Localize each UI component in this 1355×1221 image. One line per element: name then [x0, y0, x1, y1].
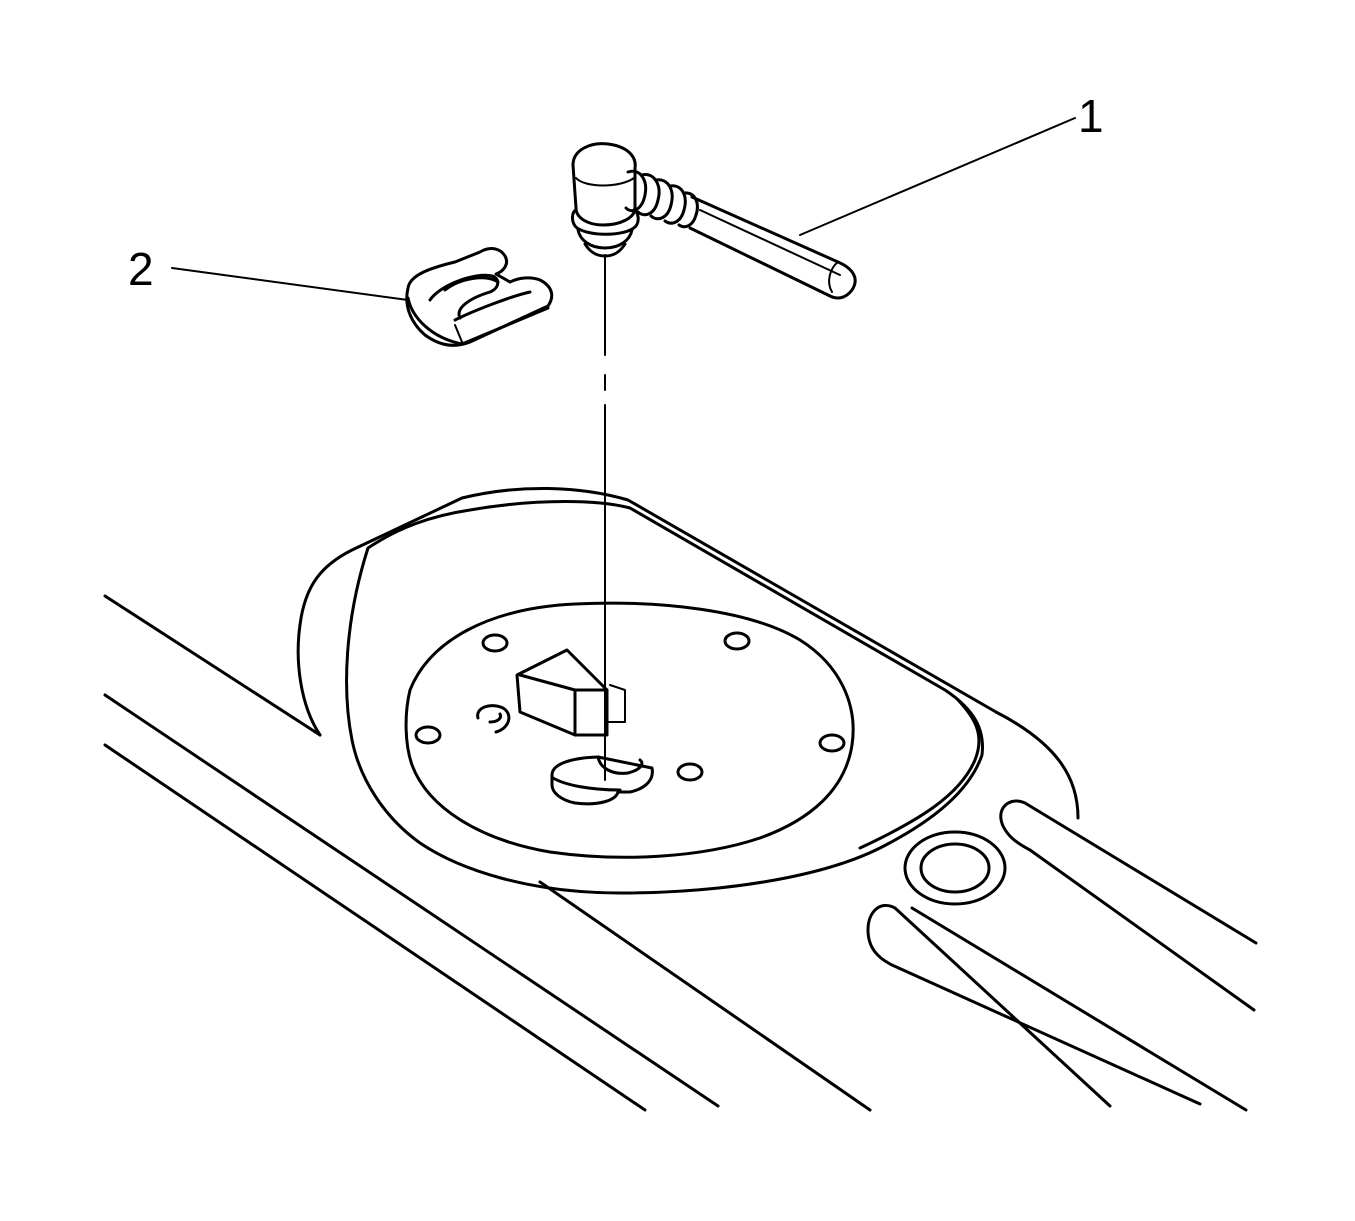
mounting-hole [818, 733, 846, 753]
connector-tip [583, 242, 627, 258]
connector-collar [571, 208, 640, 236]
elbow-rib [636, 173, 661, 217]
callout-1-leader [799, 117, 1076, 236]
fuel-feed-port-inner [551, 755, 644, 792]
mounting-hole [676, 762, 704, 782]
connector-lock-tab [607, 684, 626, 723]
callout-2-label: 2 [128, 243, 154, 295]
connector-collar-lower [576, 228, 634, 250]
clip-front-face [406, 296, 550, 346]
clip-outline [405, 247, 554, 347]
retaining-clip [405, 247, 554, 347]
mounting-hole [481, 633, 509, 653]
boss-rim-step [858, 698, 981, 850]
elbow-rib [677, 191, 699, 229]
sender-boss-outer [296, 487, 1080, 820]
grommet-inner [919, 842, 991, 894]
electrical-connector-block [515, 648, 609, 737]
elbow-rib [663, 184, 687, 225]
fuel-feed-port [550, 755, 654, 806]
vent-hook [476, 704, 511, 734]
rib-lower [866, 904, 1202, 1108]
connector-body-band [575, 177, 635, 187]
grommet-outer [903, 830, 1007, 906]
fuel-hose-highlight [699, 209, 841, 276]
connector-body [571, 142, 637, 227]
fuel-sender-flange [404, 601, 855, 859]
elbow-rib [649, 178, 674, 221]
fuel-tank-top [103, 487, 1258, 1112]
sender-flange-plate [404, 601, 855, 859]
panel-line-middle [103, 693, 720, 1108]
fuel-hose-end [828, 261, 839, 293]
rib-lower-inner [910, 906, 1248, 1112]
mounting-hole [414, 725, 442, 745]
callout-2-leader [171, 267, 409, 301]
rib-upper [999, 799, 1258, 1012]
fuel-line-connector [571, 142, 857, 300]
elbow-rib [624, 169, 648, 213]
panel-line-upper [103, 594, 322, 737]
mounting-hole [723, 631, 751, 651]
callout-1-label: 1 [1078, 90, 1104, 142]
clip-inner-channel [443, 276, 532, 322]
fuel-hose [688, 195, 857, 300]
clip-notch [454, 324, 463, 343]
panel-line-upper-continued [538, 880, 872, 1112]
sender-boss-inner [345, 500, 985, 895]
panel-line-lower [103, 743, 647, 1112]
